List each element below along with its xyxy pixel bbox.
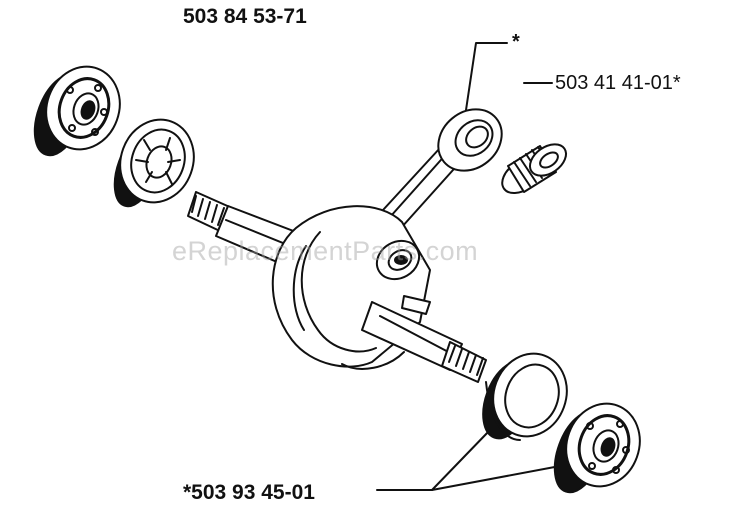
- main-bearing-leader-line-to-bearing: [431, 465, 561, 491]
- main-bearing-part-number-label: *503 93 45-01: [183, 481, 315, 504]
- conrod-asterisk-label: *: [512, 31, 520, 53]
- needle-bearing: [501, 143, 568, 195]
- conrod-leader-line: [465, 42, 508, 111]
- right-crank-shaft: [361, 295, 463, 371]
- main-bearing-leader-line-to-bushing: [431, 429, 491, 491]
- assembly-part-number-label: 503 84 53-71: [183, 5, 307, 28]
- right-bushing: [482, 352, 568, 441]
- right-ball-bearing: [553, 402, 641, 494]
- needle-bearing-part-number-label: 503 41 41-01*: [555, 72, 681, 94]
- left-ball-bearing: [33, 65, 121, 157]
- left-seal-ring: [113, 118, 195, 208]
- right-threaded-end: [441, 341, 487, 383]
- watermark-text: eReplacementParts.com: [172, 236, 479, 266]
